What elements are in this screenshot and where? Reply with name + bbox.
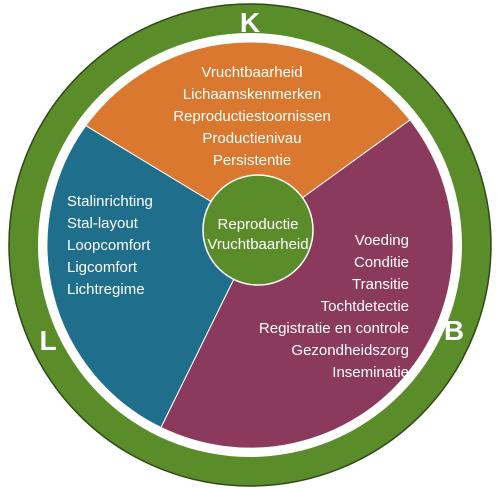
segment-housing [46,125,259,429]
segment-right-item: Voeding [355,232,409,249]
segment-top-item: Lichaamskenmerken [183,86,321,103]
segment-right-item: Tochtdetectie [321,298,409,315]
segment-right-item: Transitie [352,276,409,293]
segment-left-item: Stalinrichting [67,193,153,210]
segment-top-item: Persistentie [213,152,291,169]
segment-right-item: Conditie [354,254,409,271]
ring-letter-right: B [444,315,464,346]
segment-right-item: Inseminatie [332,364,409,381]
segment-right-labels: Voeding Conditie Transitie Tochtdetectie… [259,232,409,381]
segment-top-item: Productienivau [202,130,301,147]
segment-top-labels: Vruchtbaarheid Lichaamskenmerken Reprodu… [173,64,331,169]
segment-management [160,119,454,449]
segment-right-item: Gezondheidszorg [291,342,409,359]
segment-top-item: Vruchtbaarheid [201,64,302,81]
ring-letter-top: K [240,7,260,38]
segment-left-item: Lichtregime [67,281,145,298]
segment-left-item: Ligcomfort [67,259,138,276]
segment-left-item: Stal-layout [67,215,139,232]
center-label-line: Vruchtbaarheid [207,236,308,253]
segment-left-labels: Stalinrichting Stal-layout Loopcomfort L… [67,193,153,298]
segment-right-item: Registratie en controle [259,320,409,337]
center-label-line: Reproductie [218,216,299,233]
segment-top-item: Reproductiestoornissen [173,108,331,125]
ring-letter-left: L [39,325,56,356]
segment-left-item: Loopcomfort [67,237,151,254]
segment-genetics [85,41,411,231]
center-circle [202,174,314,286]
